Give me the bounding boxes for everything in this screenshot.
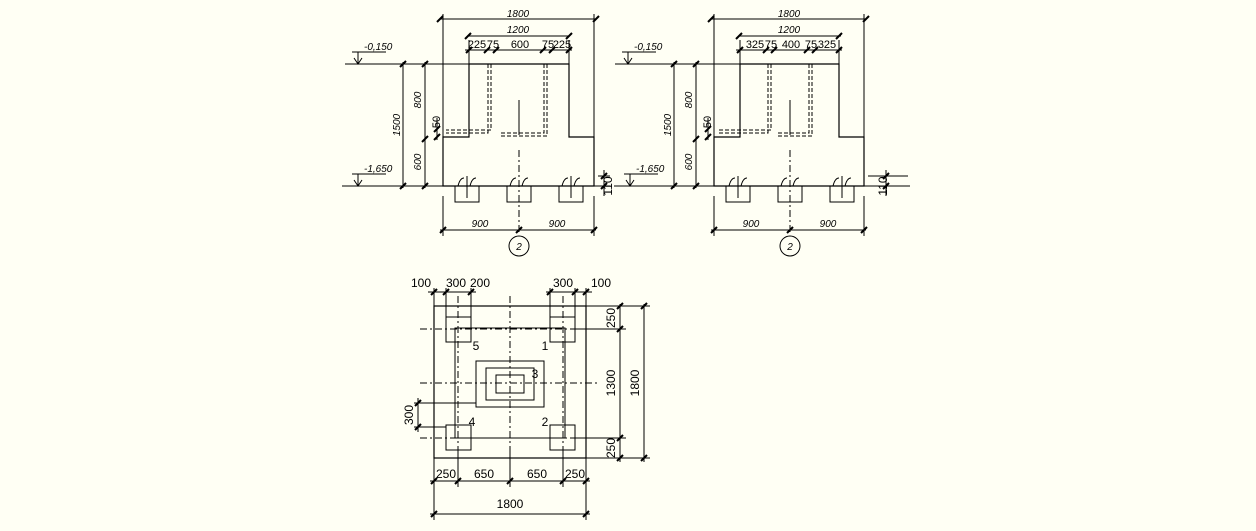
dim-left-900: 900 [472,219,489,230]
pile-heads [454,176,584,203]
plan-view: 5 1 4 2 3 100 300 200 300 100 [402,276,650,520]
section-b: 1800 1200 325 75 400 75 325 -0,150 -1,65… [614,9,910,257]
pile-label-5: 5 [473,339,480,353]
pile-label-3: 3 [532,367,539,381]
dim-sub-5: 325 [818,39,836,51]
dim-plan-bottom-4: 250 [565,467,585,481]
dim-1500: 1500 [663,113,674,136]
pile-label-4: 4 [469,415,476,429]
dim-sub-4: 75 [805,39,817,51]
dim-plan-overall-bottom: 1800 [497,497,524,511]
dim-110: 110 [601,176,615,195]
dim-sub-5: 225 [553,39,571,51]
dim-right-900: 900 [549,219,566,230]
section-a: 1800 1200 225 75 600 75 225 -0,150 -1,65… [342,9,615,257]
dim-plan-overall-right: 1800 [628,369,642,396]
level-top: -0,150 [364,42,393,53]
dim-plan-top-4: 300 [553,276,573,290]
dim-sub-3: 400 [782,39,800,51]
dim-left-900: 900 [743,219,760,230]
dim-plan-bottom-3: 650 [527,467,547,481]
dim-1200: 1200 [507,25,530,36]
dim-plan-top-2: 300 [446,276,466,290]
dim-sub-1: 325 [746,39,764,51]
dim-sub-2: 75 [487,39,499,51]
dim-top: 1800 [507,9,530,20]
dim-sub-3: 600 [511,39,529,51]
dim-110: 110 [876,176,890,195]
pile-label-1: 1 [542,339,549,353]
level-bottom: -1,650 [364,164,393,175]
dim-plan-right-2: 1300 [604,369,618,396]
dim-plan-bottom-1: 250 [436,467,456,481]
dim-800: 800 [413,91,424,108]
dim-plan-bottom-2: 650 [474,467,494,481]
dim-plan-top-1: 100 [411,276,431,290]
axis-marker: 2 [786,242,793,253]
axis-marker: 2 [515,242,522,253]
dim-sub-2: 75 [765,39,777,51]
dim-sub-4: 75 [542,39,554,51]
dim-plan-top-3: 200 [470,276,490,290]
dim-plan-right-1: 250 [604,308,618,328]
dim-plan-right-3: 250 [604,438,618,458]
dim-50: 50 [702,116,714,128]
dim-50: 50 [431,116,443,128]
dim-600: 600 [684,153,695,170]
level-top: -0,150 [634,42,663,53]
pile-label-2: 2 [542,415,549,429]
dim-600: 600 [413,153,424,170]
dim-sub-1: 225 [468,39,486,51]
dim-plan-top-5: 100 [591,276,611,290]
pile-heads [725,176,855,203]
dim-top: 1800 [778,9,801,20]
dim-800: 800 [684,91,695,108]
dim-plan-left: 300 [402,405,416,425]
dim-right-900: 900 [820,219,837,230]
level-bottom: -1,650 [636,164,665,175]
dim-1200: 1200 [778,25,801,36]
dim-1500: 1500 [392,113,403,136]
